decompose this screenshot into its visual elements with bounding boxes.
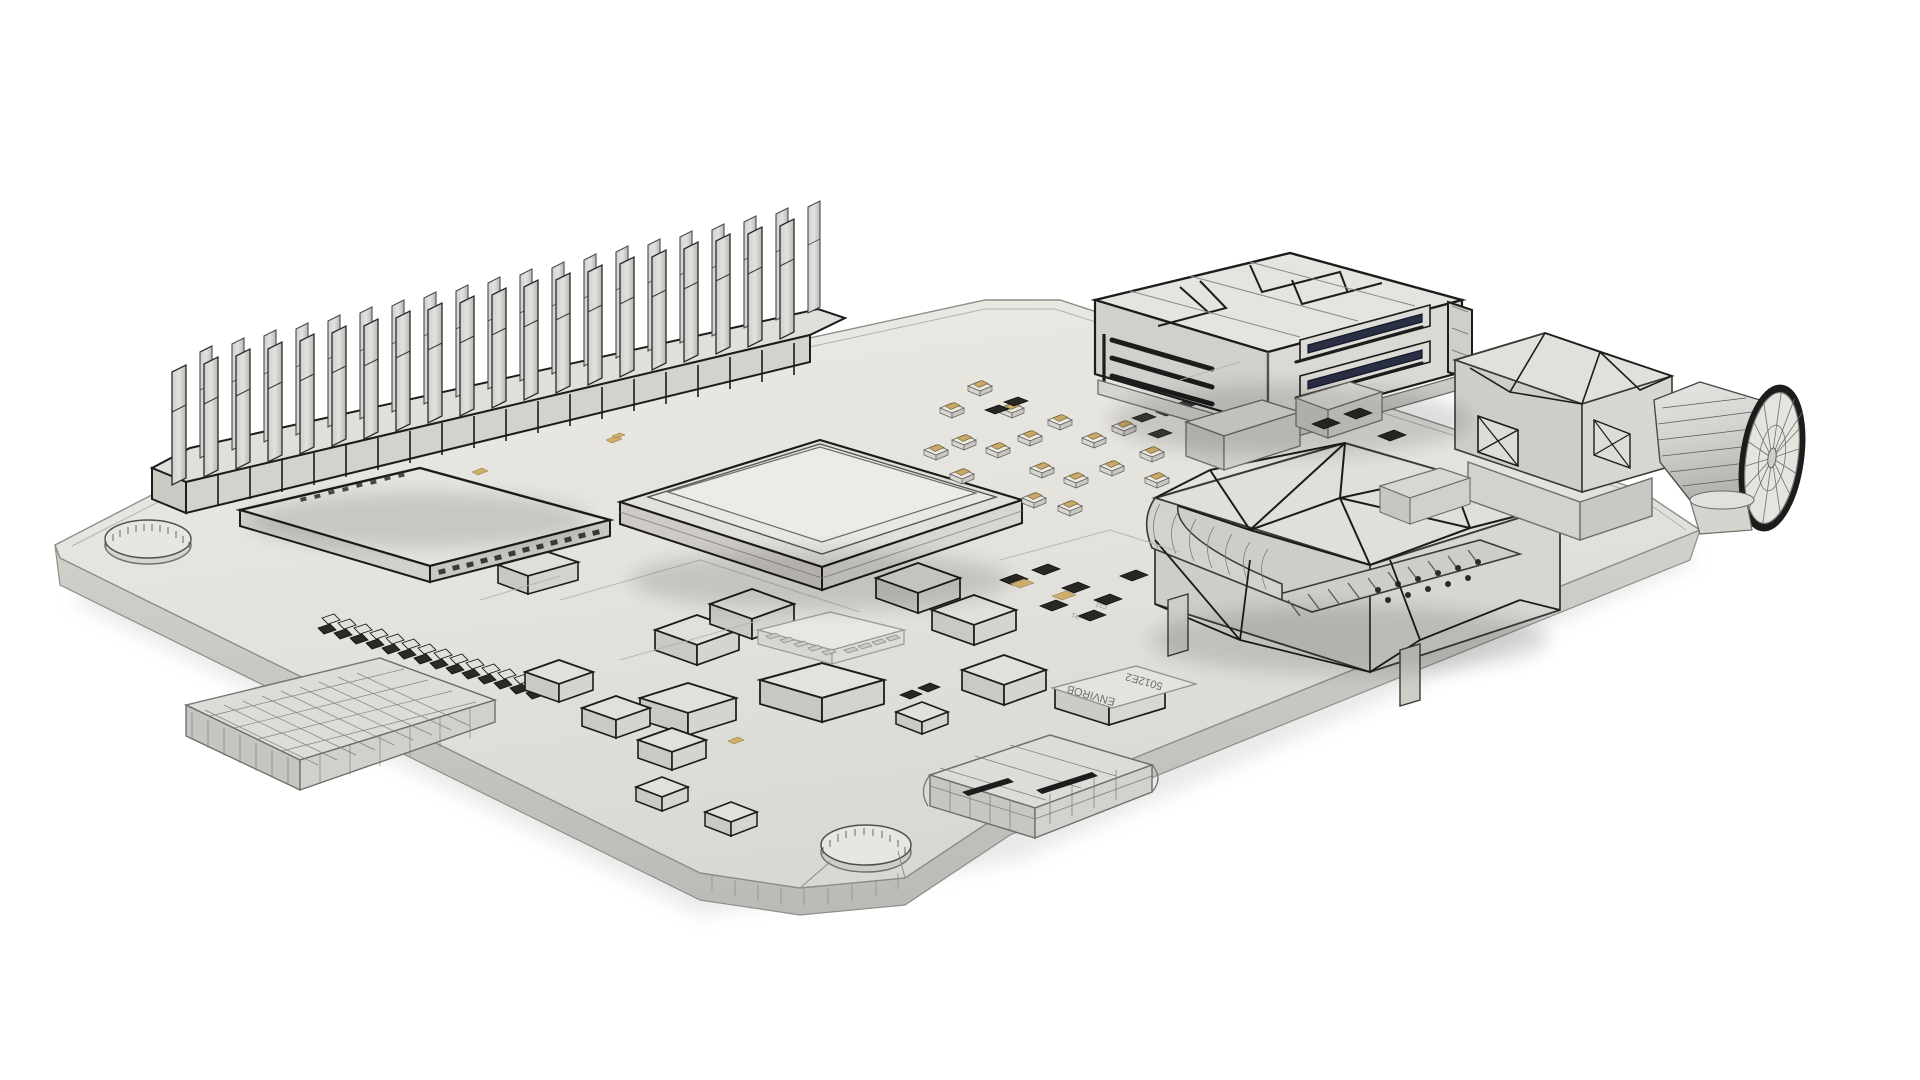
audio-jack-block <box>1452 332 1806 541</box>
sd-card-flex <box>183 657 498 792</box>
mlcc-capacitor-field <box>471 380 1171 745</box>
silkscreen-text-4: C12 <box>1095 600 1108 609</box>
rca-composite-jack <box>1653 381 1806 535</box>
soc-lid-top <box>665 446 979 543</box>
gpio-header-40pin <box>149 200 848 515</box>
gpio-base-side <box>185 333 811 515</box>
gpio-pins-front-row <box>171 217 795 487</box>
usb-port-openings <box>1294 303 1431 400</box>
silkscreen-text-3: R1 <box>1071 611 1081 619</box>
mounting-hole-left <box>104 519 192 565</box>
contact-shadows <box>250 384 1550 674</box>
micro-usb-connector <box>922 734 1159 840</box>
sd-flex-mesh <box>185 657 477 785</box>
smd-block-a <box>494 551 582 596</box>
pin-header-strip <box>317 613 549 700</box>
gpio-base-segments <box>217 343 795 506</box>
memory-ic-leads <box>300 472 601 575</box>
mounting-hole-front <box>711 824 912 905</box>
